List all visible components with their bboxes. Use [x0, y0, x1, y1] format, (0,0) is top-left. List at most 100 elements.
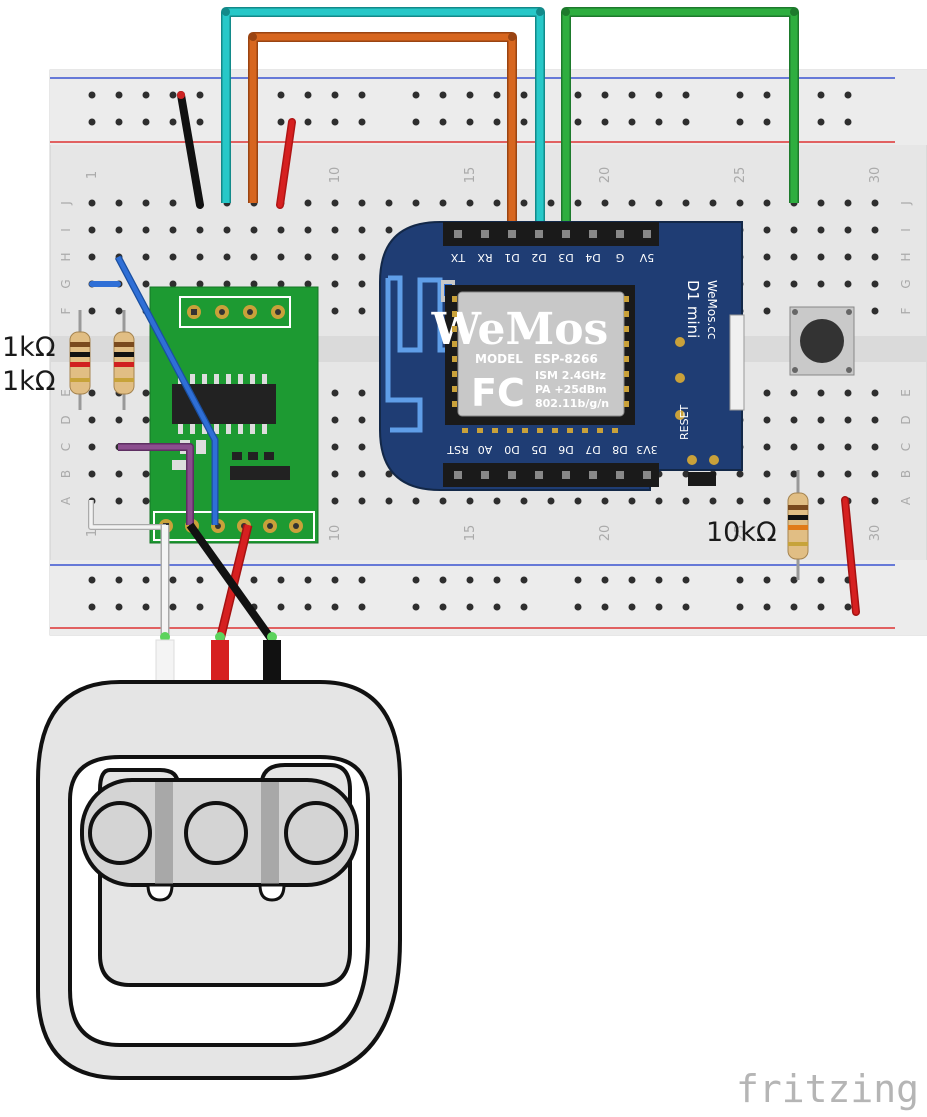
breadboard-hole[interactable]: [277, 280, 285, 288]
rail-hole[interactable]: [88, 576, 96, 584]
rail-hole[interactable]: [493, 603, 501, 611]
rail-hole[interactable]: [736, 118, 744, 126]
rail-hole[interactable]: [412, 576, 420, 584]
breadboard-hole[interactable]: [844, 199, 852, 207]
breadboard-hole[interactable]: [250, 253, 258, 261]
breadboard-hole[interactable]: [196, 226, 204, 234]
rail-hole[interactable]: [763, 576, 771, 584]
breadboard-hole[interactable]: [142, 416, 150, 424]
rail-hole[interactable]: [736, 576, 744, 584]
breadboard-hole[interactable]: [817, 443, 825, 451]
breadboard-hole[interactable]: [331, 497, 339, 505]
breadboard-hole[interactable]: [790, 443, 798, 451]
rail-hole[interactable]: [682, 576, 690, 584]
rail-hole[interactable]: [628, 603, 636, 611]
breadboard-hole[interactable]: [358, 199, 366, 207]
rail-hole[interactable]: [790, 603, 798, 611]
rail-hole[interactable]: [601, 118, 609, 126]
rail-hole[interactable]: [142, 603, 150, 611]
rail-hole[interactable]: [574, 91, 582, 99]
rail-hole[interactable]: [493, 118, 501, 126]
rail-hole[interactable]: [142, 91, 150, 99]
rail-hole[interactable]: [304, 576, 312, 584]
breadboard-hole[interactable]: [88, 416, 96, 424]
breadboard-hole[interactable]: [709, 497, 717, 505]
breadboard-hole[interactable]: [817, 416, 825, 424]
breadboard-hole[interactable]: [142, 199, 150, 207]
rail-hole[interactable]: [277, 576, 285, 584]
breadboard-hole[interactable]: [682, 497, 690, 505]
breadboard-hole[interactable]: [88, 389, 96, 397]
breadboard-hole[interactable]: [871, 253, 879, 261]
breadboard-hole[interactable]: [169, 253, 177, 261]
breadboard-hole[interactable]: [304, 280, 312, 288]
rail-hole[interactable]: [142, 118, 150, 126]
breadboard-hole[interactable]: [871, 280, 879, 288]
breadboard-hole[interactable]: [115, 416, 123, 424]
breadboard-hole[interactable]: [790, 416, 798, 424]
breadboard-hole[interactable]: [331, 443, 339, 451]
rail-hole[interactable]: [628, 118, 636, 126]
breadboard-hole[interactable]: [358, 443, 366, 451]
breadboard-hole[interactable]: [331, 470, 339, 478]
rail-hole[interactable]: [655, 118, 663, 126]
breadboard-hole[interactable]: [844, 280, 852, 288]
breadboard-hole[interactable]: [763, 307, 771, 315]
rail-hole[interactable]: [412, 118, 420, 126]
rail-hole[interactable]: [493, 576, 501, 584]
rail-hole[interactable]: [736, 91, 744, 99]
breadboard-hole[interactable]: [115, 497, 123, 505]
breadboard-hole[interactable]: [250, 226, 258, 234]
breadboard-hole[interactable]: [223, 253, 231, 261]
breadboard-hole[interactable]: [169, 226, 177, 234]
rail-hole[interactable]: [817, 118, 825, 126]
rail-hole[interactable]: [574, 603, 582, 611]
rail-hole[interactable]: [331, 603, 339, 611]
breadboard-hole[interactable]: [547, 497, 555, 505]
rail-hole[interactable]: [115, 603, 123, 611]
rail-hole[interactable]: [682, 603, 690, 611]
breadboard-hole[interactable]: [115, 226, 123, 234]
breadboard-hole[interactable]: [115, 307, 123, 315]
breadboard-hole[interactable]: [655, 497, 663, 505]
breadboard-hole[interactable]: [763, 199, 771, 207]
rail-hole[interactable]: [115, 91, 123, 99]
rail-hole[interactable]: [682, 91, 690, 99]
breadboard-hole[interactable]: [385, 470, 393, 478]
breadboard-hole[interactable]: [277, 226, 285, 234]
rail-hole[interactable]: [601, 603, 609, 611]
breadboard-hole[interactable]: [142, 253, 150, 261]
breadboard-hole[interactable]: [331, 416, 339, 424]
breadboard-hole[interactable]: [790, 470, 798, 478]
breadboard-hole[interactable]: [763, 253, 771, 261]
rail-hole[interactable]: [358, 603, 366, 611]
breadboard-hole[interactable]: [601, 199, 609, 207]
breadboard-hole[interactable]: [358, 307, 366, 315]
rail-hole[interactable]: [304, 118, 312, 126]
breadboard-hole[interactable]: [331, 389, 339, 397]
breadboard-hole[interactable]: [763, 226, 771, 234]
breadboard-hole[interactable]: [520, 497, 528, 505]
rail-hole[interactable]: [520, 118, 528, 126]
breadboard-hole[interactable]: [871, 470, 879, 478]
breadboard-hole[interactable]: [88, 226, 96, 234]
breadboard-hole[interactable]: [574, 199, 582, 207]
breadboard-hole[interactable]: [844, 470, 852, 478]
breadboard-hole[interactable]: [763, 389, 771, 397]
rail-hole[interactable]: [277, 118, 285, 126]
rail-hole[interactable]: [763, 118, 771, 126]
breadboard-hole[interactable]: [142, 470, 150, 478]
rail-hole[interactable]: [763, 603, 771, 611]
breadboard-hole[interactable]: [142, 389, 150, 397]
breadboard-hole[interactable]: [358, 253, 366, 261]
rail-hole[interactable]: [466, 576, 474, 584]
rail-hole[interactable]: [763, 91, 771, 99]
rail-hole[interactable]: [655, 603, 663, 611]
rail-hole[interactable]: [412, 603, 420, 611]
breadboard-hole[interactable]: [385, 497, 393, 505]
breadboard-hole[interactable]: [790, 389, 798, 397]
breadboard-hole[interactable]: [871, 199, 879, 207]
rail-hole[interactable]: [817, 576, 825, 584]
breadboard-hole[interactable]: [817, 497, 825, 505]
rail-hole[interactable]: [196, 91, 204, 99]
